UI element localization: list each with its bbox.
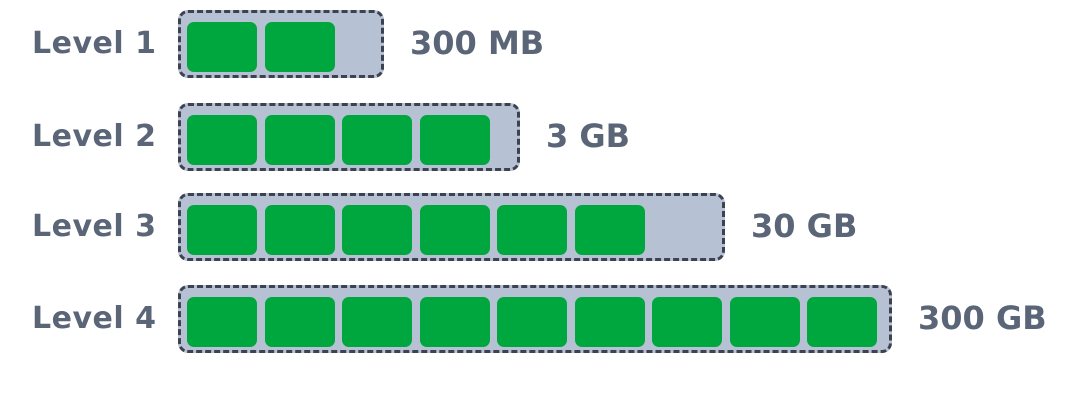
storage-block xyxy=(187,115,257,165)
level-container xyxy=(178,285,892,353)
storage-block xyxy=(342,115,412,165)
level-row-1: Level 1 300 MB xyxy=(0,10,1078,80)
storage-block xyxy=(264,297,335,347)
storage-block xyxy=(574,205,645,255)
storage-block xyxy=(419,115,490,165)
storage-block xyxy=(419,205,490,255)
storage-block xyxy=(342,205,412,255)
storage-block xyxy=(729,297,800,347)
storage-block xyxy=(187,297,257,347)
level-row-2: Level 2 3 GB xyxy=(0,103,1078,173)
storage-block xyxy=(652,297,722,347)
storage-block xyxy=(574,297,645,347)
level-label: Level 1 xyxy=(32,26,157,61)
level-container xyxy=(178,10,384,78)
level-size-label: 3 GB xyxy=(546,117,631,155)
level-container xyxy=(178,103,520,171)
level-size-label: 30 GB xyxy=(751,207,858,245)
storage-block xyxy=(264,115,335,165)
level-size-label: 300 MB xyxy=(410,24,545,62)
storage-block xyxy=(342,297,412,347)
storage-block xyxy=(187,22,257,72)
storage-block xyxy=(497,297,567,347)
storage-block xyxy=(807,297,877,347)
level-label: Level 4 xyxy=(32,301,157,336)
level-label: Level 2 xyxy=(32,119,157,154)
level-container xyxy=(178,193,725,261)
storage-block xyxy=(497,205,567,255)
storage-block xyxy=(419,297,490,347)
level-row-3: Level 3 30 GB xyxy=(0,193,1078,263)
storage-block xyxy=(264,205,335,255)
level-row-4: Level 4 300 GB xyxy=(0,285,1078,355)
storage-block xyxy=(187,205,257,255)
storage-block xyxy=(264,22,335,72)
level-size-label: 300 GB xyxy=(918,299,1047,337)
level-label: Level 3 xyxy=(32,209,157,244)
